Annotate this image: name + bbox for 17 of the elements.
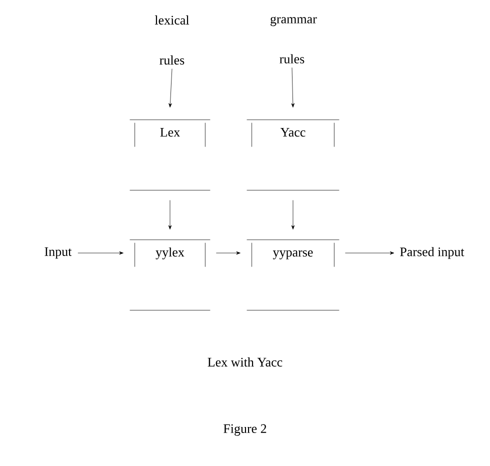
io-label: Parsed input (400, 247, 464, 259)
program-box: Yacc (246, 120, 340, 190)
arrow (216, 251, 240, 255)
rule-label: lexical rules (154, 15, 190, 65)
io-label: Input (44, 247, 72, 259)
arrow (168, 68, 172, 108)
arrow (168, 200, 172, 230)
arrow (291, 200, 295, 230)
program-box: Lex (130, 120, 210, 190)
program-box: yylex (130, 240, 210, 310)
arrow (78, 251, 124, 255)
caption: Lex with Yacc (208, 357, 282, 367)
arrow (291, 67, 295, 108)
arrow (345, 251, 394, 255)
program-box: yyparse (246, 240, 340, 310)
figure-number: Figure 2 (224, 424, 266, 436)
rule-label: grammar rules (270, 16, 317, 64)
